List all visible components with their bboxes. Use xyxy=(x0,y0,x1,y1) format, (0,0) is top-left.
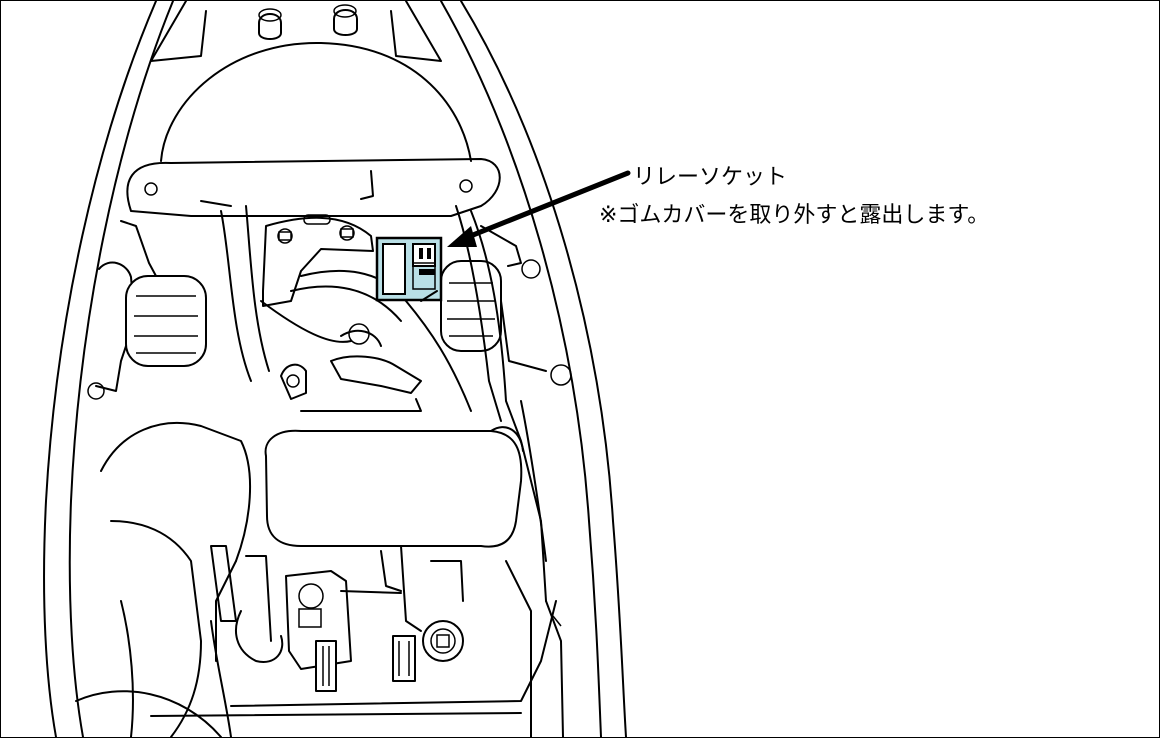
left-knob xyxy=(87,220,207,400)
frame-outline xyxy=(43,1,627,737)
battery-box xyxy=(264,363,524,548)
lower-components xyxy=(210,545,464,692)
top-bolts xyxy=(258,4,358,40)
right-inner-panel xyxy=(455,205,547,602)
bracket-bolts xyxy=(277,214,355,244)
tail-grab-rail xyxy=(126,1,501,217)
callout-note: ※ゴムカバーを取り外すと露出します。 xyxy=(599,203,990,228)
relay-socket xyxy=(375,236,443,302)
left-inner-panel xyxy=(100,422,252,737)
callout-title: リレーソケット xyxy=(633,165,788,190)
floor-pan xyxy=(150,560,564,737)
right-knob xyxy=(440,225,572,386)
callout-arrow xyxy=(447,170,631,247)
